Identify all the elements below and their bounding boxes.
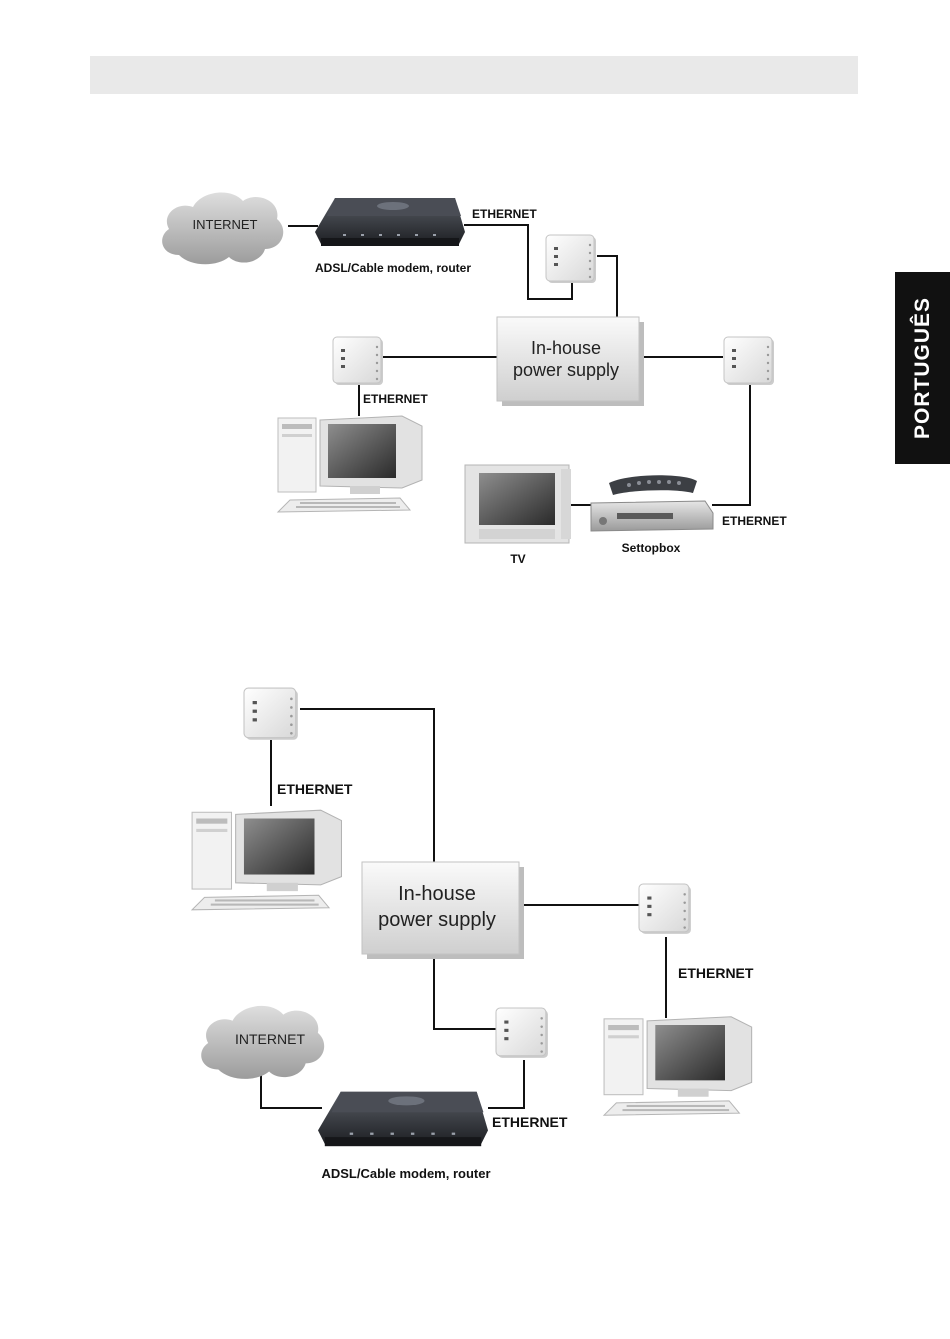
- modem-router-icon: [315, 198, 465, 246]
- powerline-adapter-icon: [244, 688, 298, 740]
- diagram-2: ETHERNET In-house power supply ETHERNET …: [192, 688, 754, 1181]
- in-house-power-supply-box: In-house power supply: [362, 862, 524, 959]
- in-house-power-supply-box: In-house power supply: [497, 317, 644, 406]
- modem-router-icon: [318, 1092, 488, 1146]
- powerline-adapter-icon: [639, 884, 691, 934]
- tv-icon: [465, 465, 571, 543]
- ethernet-label-modem: ETHERNET: [492, 1114, 568, 1130]
- modem-caption: ADSL/Cable modem, router: [315, 261, 471, 275]
- desktop-computer-icon: [604, 1017, 752, 1115]
- diagram-1: INTERNET ADSL/Cable modem, router ETHERN…: [162, 192, 787, 566]
- supply-label-line1: In-house: [531, 338, 601, 358]
- powerline-adapter-icon: [724, 337, 774, 385]
- supply-label-line2: power supply: [513, 360, 619, 380]
- settopbox-icon: [591, 475, 713, 531]
- powerline-adapter-icon: [496, 1008, 548, 1058]
- internet-label: INTERNET: [235, 1031, 305, 1047]
- desktop-computer-icon: [278, 416, 422, 512]
- supply-label-line1: In-house: [398, 883, 476, 905]
- modem-caption: ADSL/Cable modem, router: [321, 1166, 490, 1181]
- tv-label: TV: [510, 552, 525, 566]
- ethernet-label-pc-right: ETHERNET: [678, 965, 754, 981]
- settopbox-label: Settopbox: [622, 541, 681, 555]
- ethernet-label-pc-top: ETHERNET: [277, 781, 353, 797]
- internet-label: INTERNET: [193, 217, 258, 232]
- powerline-adapter-icon: [546, 235, 596, 283]
- powerline-adapter-icon: [333, 337, 383, 385]
- ethernet-label-pc: ETHERNET: [363, 392, 428, 406]
- desktop-computer-icon: [192, 810, 341, 910]
- supply-label-line2: power supply: [378, 909, 496, 931]
- ethernet-label-modem: ETHERNET: [472, 207, 537, 221]
- ethernet-label-settopbox: ETHERNET: [722, 514, 787, 528]
